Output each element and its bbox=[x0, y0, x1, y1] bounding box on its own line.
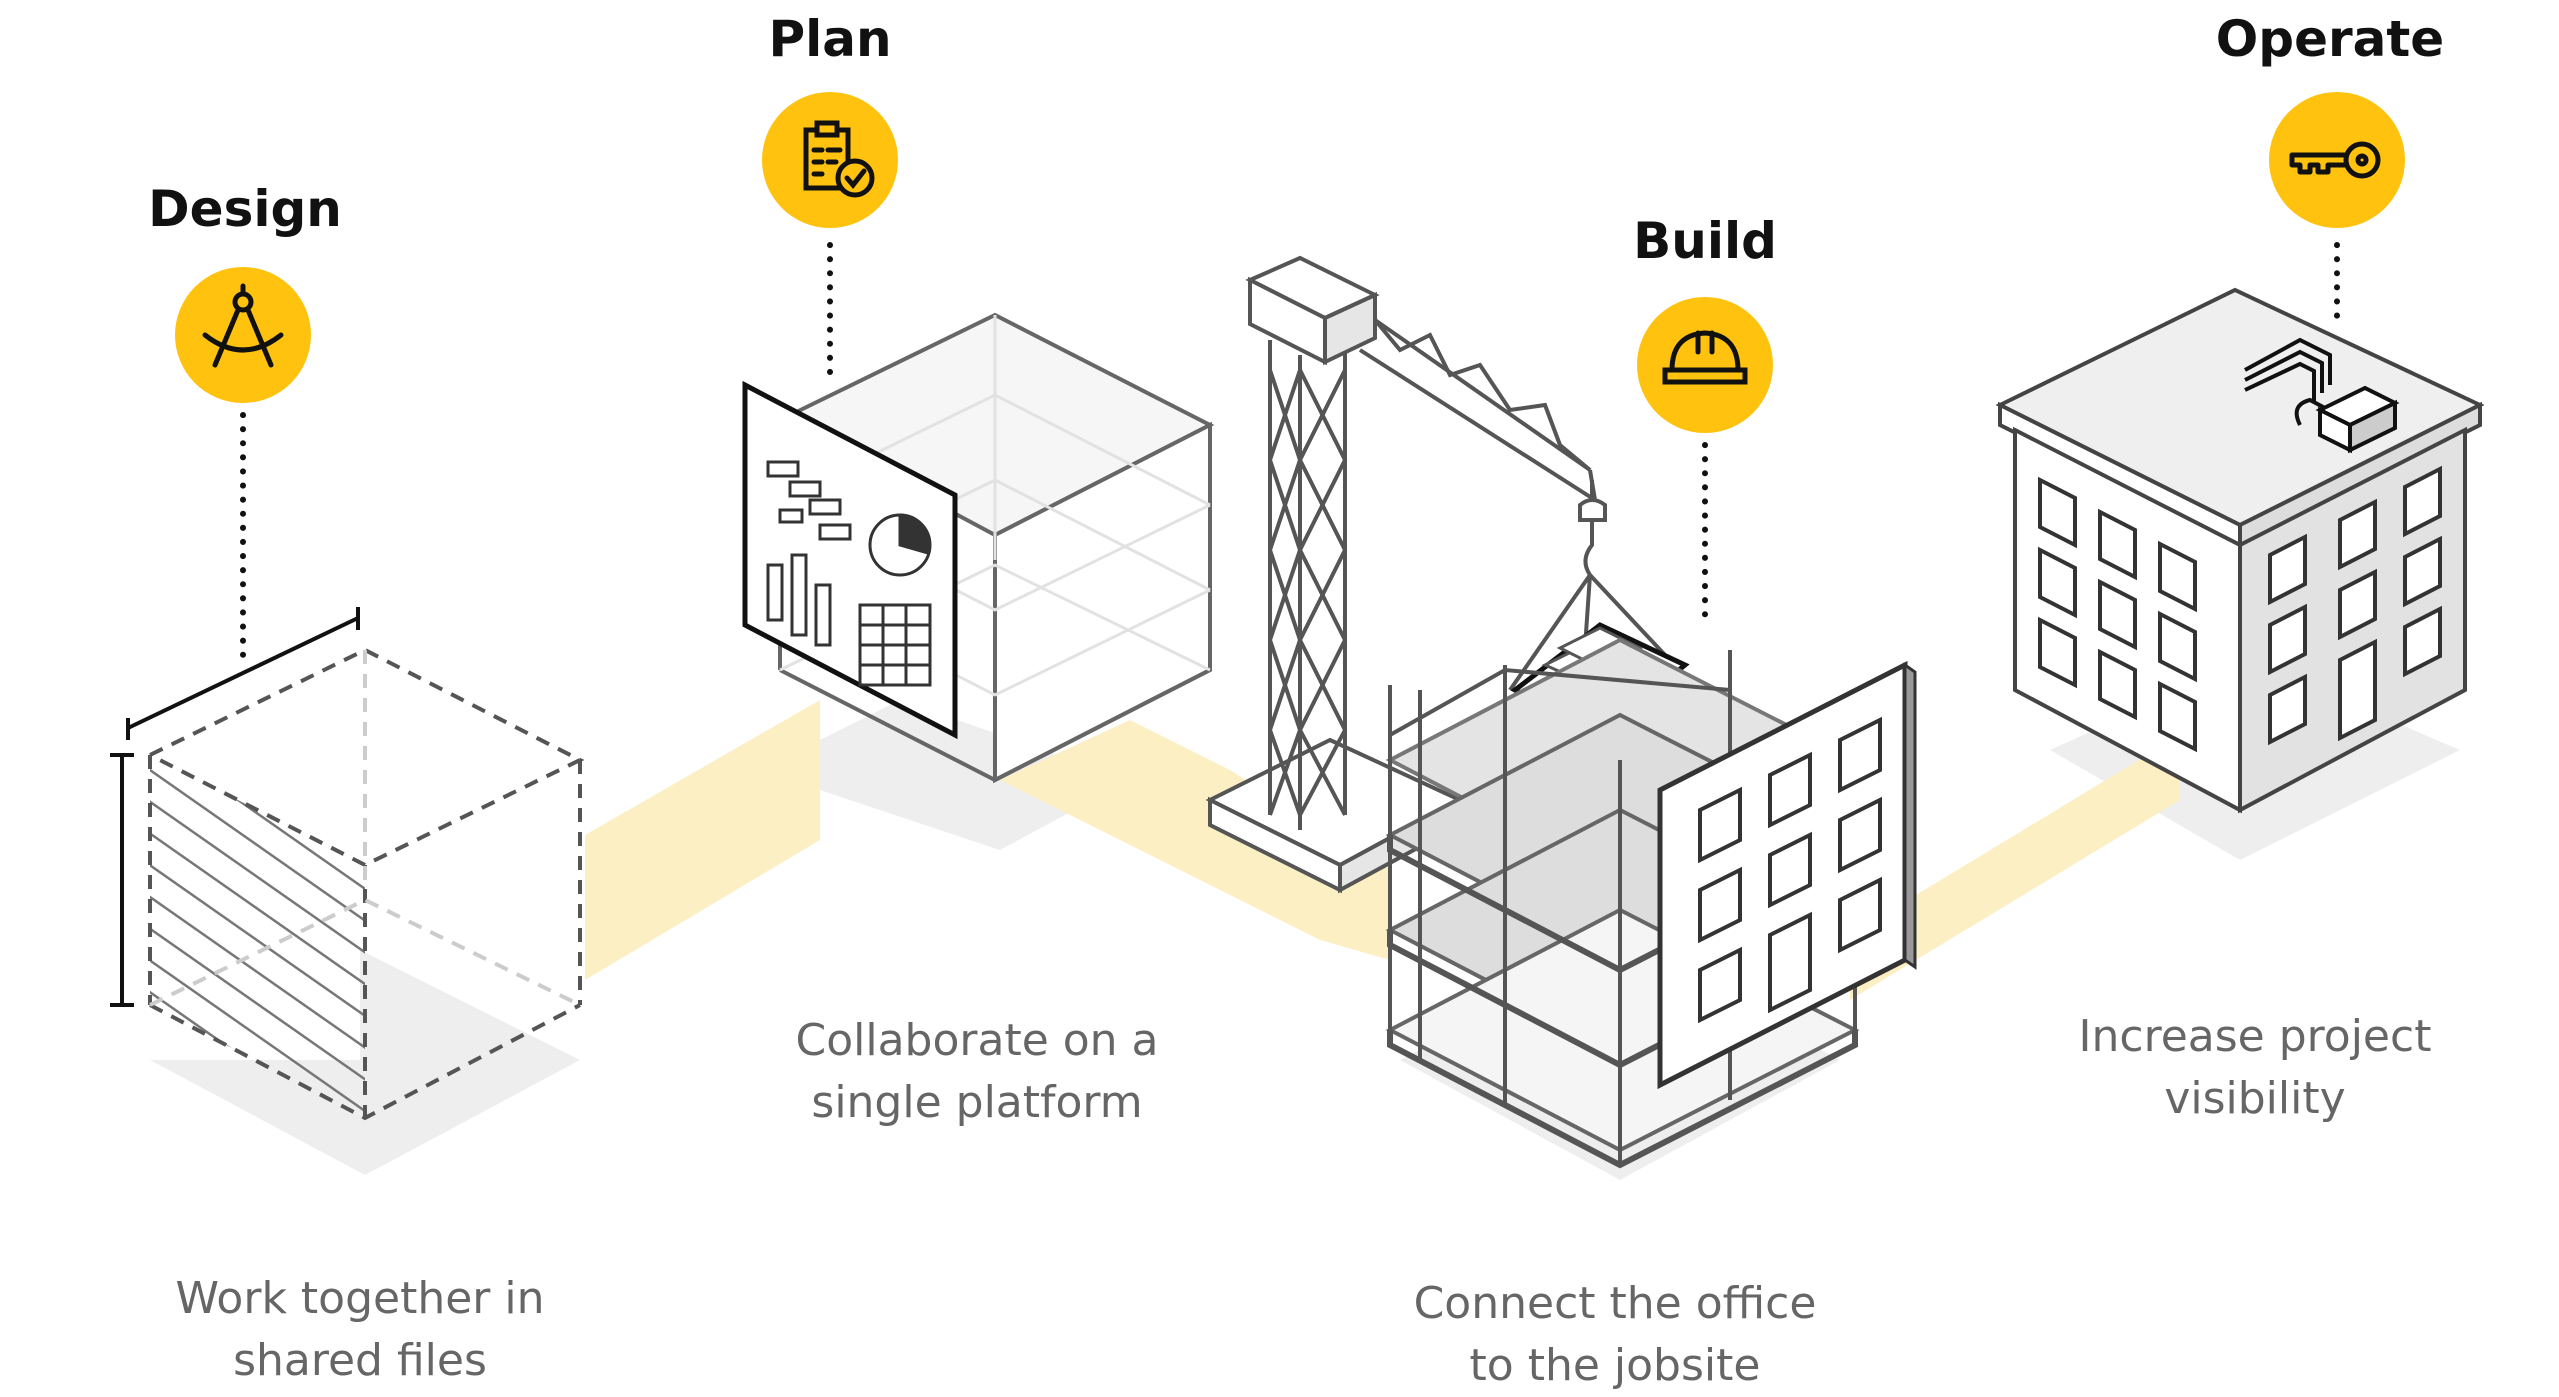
operate-building bbox=[1995, 287, 2485, 814]
stage-title-design: Design bbox=[148, 180, 342, 238]
stage-desc-plan-line2: single platform bbox=[811, 1077, 1143, 1128]
stage-desc-build: Connect the office to the jobsite bbox=[1414, 1273, 1817, 1397]
stage-desc-build-line1: Connect the office bbox=[1413, 1278, 1817, 1329]
design-cube bbox=[110, 607, 585, 1121]
stage-desc-plan-line1: Collaborate on a bbox=[795, 1015, 1159, 1066]
stage-desc-design-line1: Work together in bbox=[175, 1273, 545, 1324]
stage-desc-design: Work together in shared files bbox=[176, 1268, 545, 1392]
stage-desc-design-line2: shared files bbox=[233, 1335, 487, 1386]
stage-desc-plan: Collaborate on a single platform bbox=[795, 1010, 1158, 1134]
plan-cube bbox=[742, 312, 1215, 784]
clipboard-check-icon bbox=[762, 92, 898, 228]
compass-icon bbox=[175, 267, 311, 403]
stage-title-plan: Plan bbox=[768, 10, 892, 68]
dotted-connectors bbox=[240, 242, 2340, 663]
stage-desc-build-line2: to the jobsite bbox=[1469, 1340, 1761, 1391]
workflow-path bbox=[585, 700, 2180, 1000]
stage-desc-operate-line1: Increase project bbox=[2078, 1011, 2432, 1062]
build-site bbox=[1205, 255, 1917, 1169]
stage-desc-operate-line2: visibility bbox=[2164, 1073, 2346, 1124]
stage-title-build: Build bbox=[1633, 212, 1777, 270]
stage-desc-operate: Increase project visibility bbox=[2079, 1006, 2432, 1130]
hard-hat-icon bbox=[1637, 297, 1773, 433]
stage-title-operate: Operate bbox=[2215, 10, 2445, 68]
key-icon bbox=[2269, 92, 2405, 228]
